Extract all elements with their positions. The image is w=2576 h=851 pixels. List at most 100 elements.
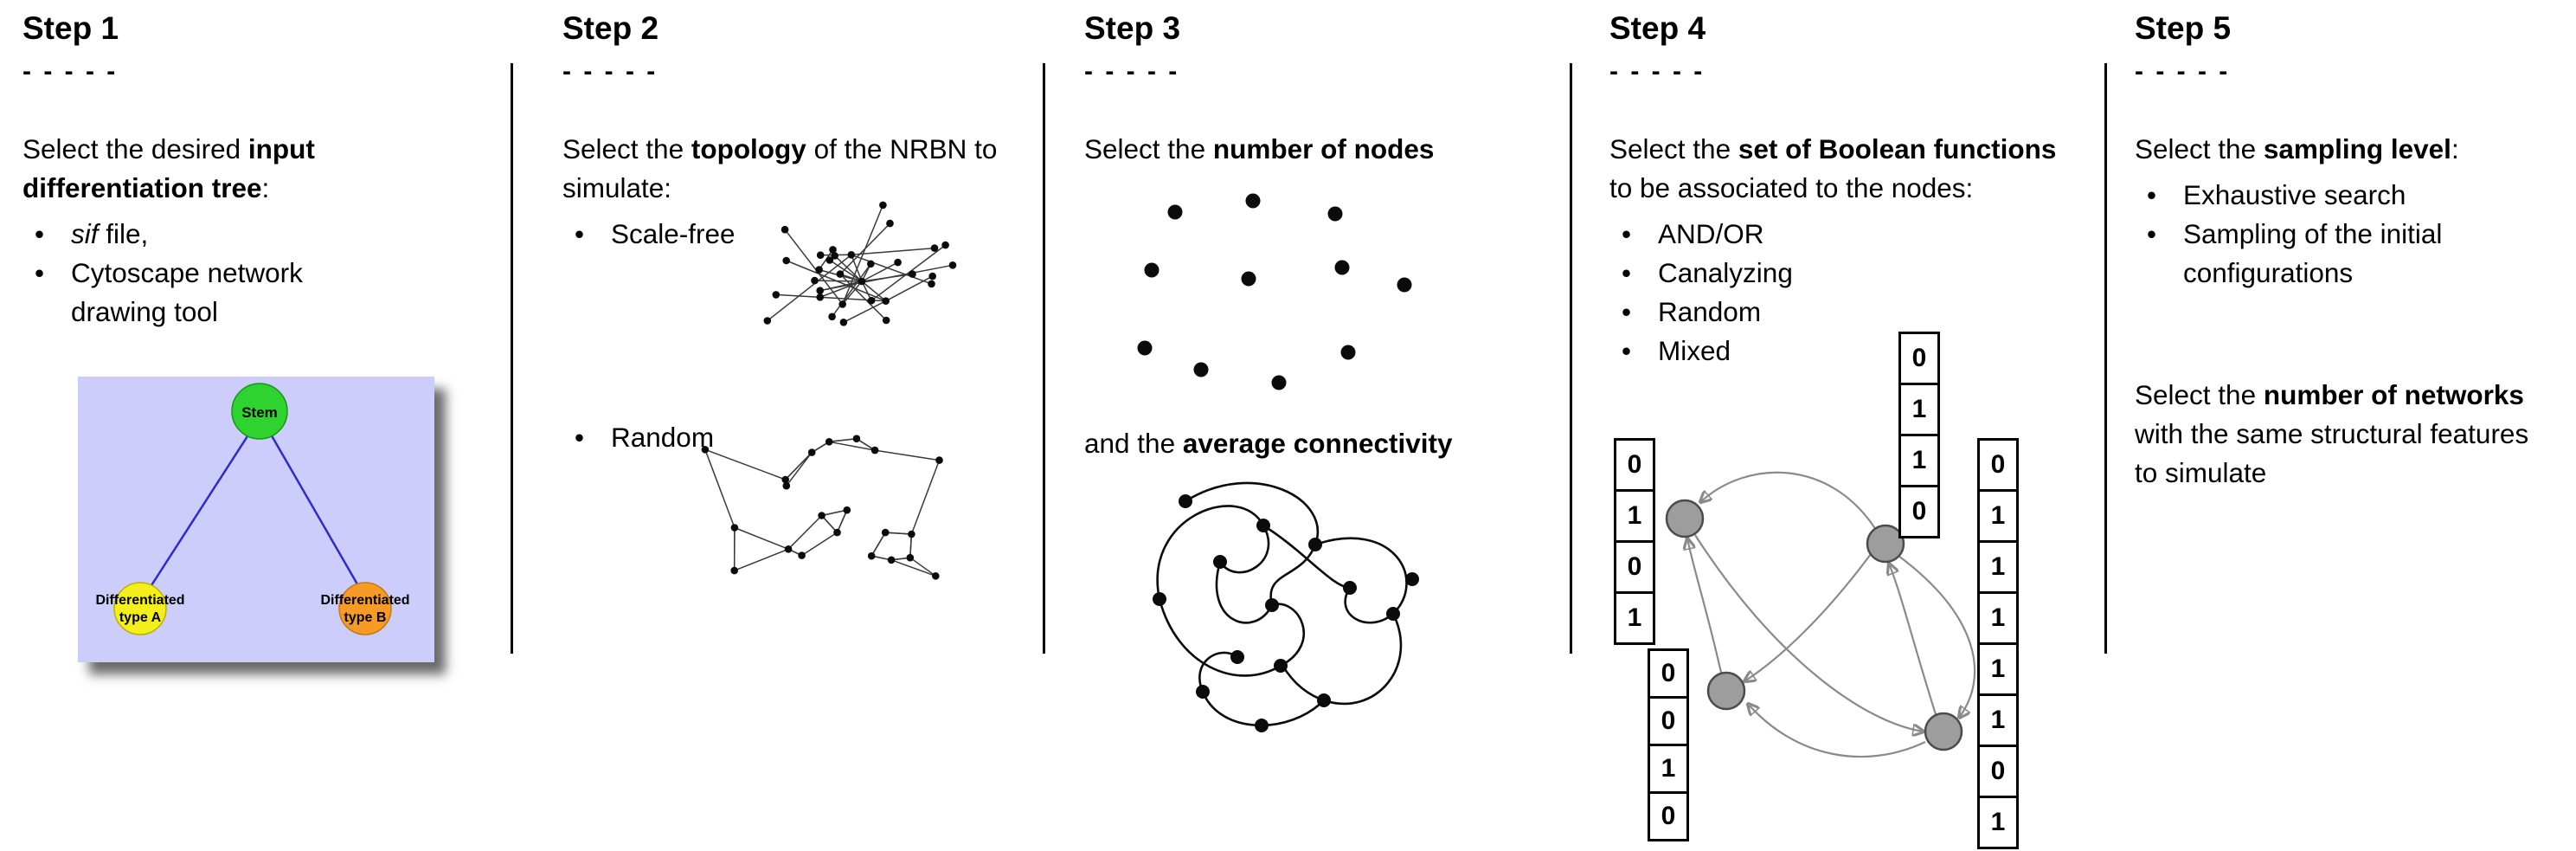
step-2-bullet-list: Scale-free Random bbox=[562, 215, 1012, 457]
step5-bullet-exhaustive: Exhaustive search bbox=[2135, 176, 2559, 215]
instruction-text: to be associated to the nodes: bbox=[1609, 172, 1974, 203]
type-a-node bbox=[113, 582, 167, 635]
step-2-instruction: Select the topology of the NRBN to simul… bbox=[562, 130, 1012, 208]
network-edge bbox=[1687, 538, 1723, 674]
step-5-column: Step 5 - - - - - Select the sampling lev… bbox=[2135, 10, 2559, 493]
truth-table-top: 0 1 1 0 bbox=[1898, 332, 1940, 538]
step-3-connectivity-text: and the average connectivity bbox=[1084, 424, 1569, 463]
instruction-text: Select the desired bbox=[22, 133, 248, 164]
step4-bullet-random: Random bbox=[1609, 293, 2099, 332]
instruction-bold: topology bbox=[691, 133, 806, 164]
boolean-node bbox=[1866, 524, 1905, 564]
step2-bullet-random: Random bbox=[562, 418, 1012, 457]
boolean-node bbox=[1924, 712, 1963, 751]
boolean-node bbox=[1706, 671, 1746, 711]
step-4-instruction: Select the set of Boolean functions to b… bbox=[1609, 130, 2059, 208]
step-4-separator: - - - - - bbox=[1609, 57, 1706, 86]
step-4-header: Step 4 bbox=[1609, 10, 1706, 46]
column-divider bbox=[1043, 63, 1045, 654]
instruction-bold: input differentiation tree bbox=[22, 133, 315, 203]
truth-table-cell: 0 bbox=[1898, 332, 1940, 385]
step-3-instruction: Select the number of nodes bbox=[1084, 130, 1569, 169]
sif-word: sif bbox=[71, 218, 99, 249]
instruction-text: Select the bbox=[2135, 133, 2264, 164]
step-3-separator: - - - - - bbox=[1084, 57, 1180, 86]
network-edge bbox=[1898, 555, 1976, 718]
sif-rest: file, bbox=[98, 218, 149, 249]
instruction-text: : bbox=[2451, 133, 2459, 164]
instruction-bold: average connectivity bbox=[1182, 428, 1453, 459]
instruction-bold: number of networks bbox=[2263, 379, 2524, 410]
truth-table-bottom-left: 0 0 1 0 bbox=[1648, 648, 1689, 841]
truth-table-cell: 1 bbox=[1614, 489, 1655, 543]
column-divider bbox=[1570, 63, 1572, 654]
truth-table-cell: 1 bbox=[1977, 540, 2019, 594]
stem-node bbox=[231, 383, 288, 440]
step4-bullet-mixed: Mixed bbox=[1609, 332, 2099, 371]
truth-table-cell: 0 bbox=[1898, 485, 1940, 538]
step-1-separator: - - - - - bbox=[22, 57, 119, 86]
instruction-text: of the NRBN to simulate: bbox=[562, 133, 998, 203]
truth-table-cell: 1 bbox=[1898, 434, 1940, 487]
step5-bullet-sampling: Sampling of the initial configurations bbox=[2135, 215, 2481, 293]
network-edge bbox=[1694, 534, 1924, 732]
step-5-instruction: Select the sampling level: bbox=[2135, 130, 2559, 169]
step4-bullet-canalyzing: Canalyzing bbox=[1609, 254, 2099, 293]
truth-table-cell: 0 bbox=[1648, 791, 1689, 841]
truth-table-cell: 0 bbox=[1648, 696, 1689, 746]
tree-edge bbox=[265, 426, 365, 596]
step-2-column: Step 2 - - - - - Select the topology of … bbox=[562, 10, 1012, 580]
step2-bullet-scale-free: Scale-free bbox=[562, 215, 1012, 254]
truth-table-cell: 0 bbox=[1977, 745, 2019, 798]
truth-table-cell: 1 bbox=[1977, 796, 2019, 849]
instruction-bold: set of Boolean functions bbox=[1738, 133, 2057, 164]
instruction-text: and the bbox=[1084, 428, 1183, 459]
truth-table-cell: 0 bbox=[1648, 648, 1689, 699]
instruction-text: Select the bbox=[562, 133, 691, 164]
step1-bullet-sif: sif file, bbox=[22, 215, 472, 254]
step-5-bullet-list: Exhaustive search Sampling of the initia… bbox=[2135, 176, 2559, 293]
truth-table-cell: 0 bbox=[1977, 438, 2019, 492]
boolean-node bbox=[1665, 499, 1705, 538]
truth-table-cell: 1 bbox=[1977, 693, 2019, 747]
step-5-separator: - - - - - bbox=[2135, 57, 2231, 86]
instruction-text: Select the bbox=[2135, 379, 2264, 410]
random-network-graphic bbox=[701, 435, 943, 580]
step-1-instruction: Select the desired input differentiation… bbox=[22, 130, 472, 208]
network-edge bbox=[1700, 471, 1877, 531]
network-edge bbox=[1744, 553, 1872, 681]
instruction-bold: number of nodes bbox=[1212, 133, 1435, 164]
step-3-header: Step 3 bbox=[1084, 10, 1181, 46]
column-divider bbox=[511, 63, 513, 654]
step4-bullet-and-or: AND/OR bbox=[1609, 215, 2099, 254]
truth-table-cell: 1 bbox=[1977, 591, 2019, 645]
tree-edge bbox=[144, 426, 255, 596]
truth-table-cell: 1 bbox=[1977, 642, 2019, 696]
truth-table-cell: 0 bbox=[1614, 438, 1655, 492]
truth-table-left: 0 1 0 1 bbox=[1614, 438, 1655, 645]
network-edge bbox=[1748, 704, 1926, 758]
step-1-header: Step 1 bbox=[22, 10, 119, 46]
nodes-scatter-graphic bbox=[1137, 193, 1412, 390]
step-2-separator: - - - - - bbox=[562, 57, 658, 86]
truth-table-cell: 1 bbox=[1898, 383, 1940, 436]
truth-table-cell: 1 bbox=[1977, 489, 2019, 543]
instruction-text: with the same structural features to sim… bbox=[2135, 418, 2529, 488]
scale-free-network-graphic bbox=[763, 201, 957, 326]
column-divider bbox=[2104, 63, 2107, 654]
step-3-column: Step 3 - - - - - Select the number of no… bbox=[1084, 10, 1569, 732]
instruction-text: Select the bbox=[1609, 133, 1738, 164]
instruction-text: : bbox=[261, 172, 270, 203]
step-1-column: Step 1 - - - - - Select the desired inpu… bbox=[22, 10, 472, 662]
type-b-node bbox=[338, 582, 392, 635]
stem-node-label: Stem bbox=[241, 404, 278, 421]
instruction-text: Select the bbox=[1084, 133, 1213, 164]
step-5-header: Step 5 bbox=[2135, 10, 2232, 46]
truth-table-cell: 1 bbox=[1648, 744, 1689, 794]
instruction-bold: sampling level bbox=[2263, 133, 2451, 164]
